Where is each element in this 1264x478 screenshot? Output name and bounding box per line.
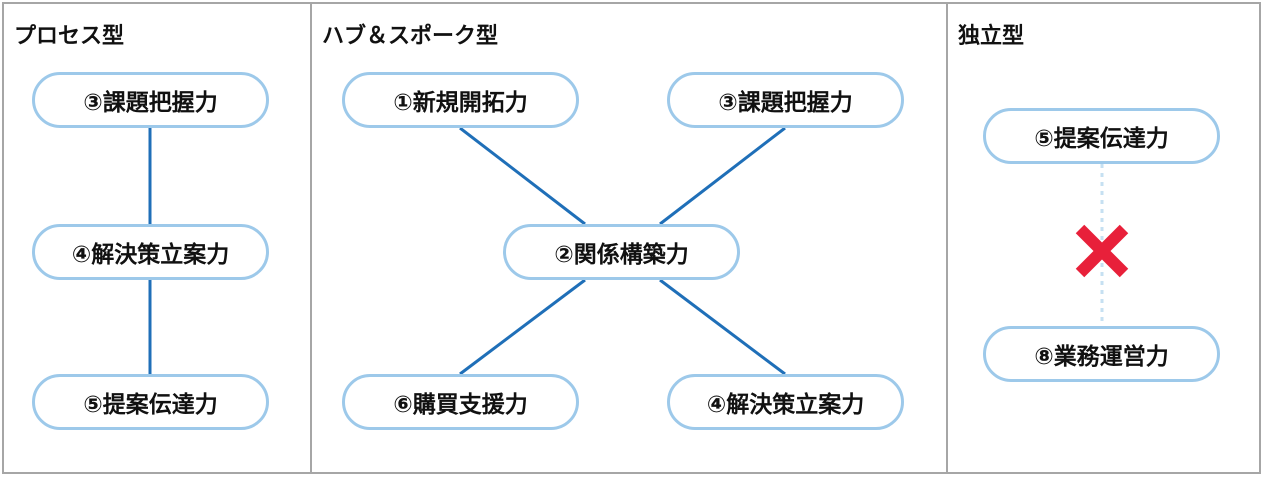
link-hub-top-right (659, 126, 786, 226)
node-process-2: ④解決策立案力 (32, 224, 269, 280)
node-hub-top-left: ①新規開拓力 (342, 72, 579, 128)
panel-title: 独立型 (958, 24, 1025, 49)
panel-title: ハブ＆スポーク型 (322, 24, 499, 49)
node-hub-center: ②関係構築力 (503, 224, 740, 280)
x-mark-icon (1075, 224, 1129, 278)
link-hub-bottom-left (459, 278, 586, 376)
node-independent-2: ⑧業務運営力 (983, 326, 1220, 382)
node-hub-top-right: ③課題把握力 (667, 72, 904, 128)
node-process-1: ③課題把握力 (32, 72, 269, 128)
panel-title: プロセス型 (14, 24, 125, 49)
node-independent-1: ⑤提案伝達力 (983, 108, 1220, 164)
node-hub-bottom-left: ⑥購買支援力 (342, 374, 579, 430)
link-hub-top-left (459, 126, 586, 226)
node-process-3: ⑤提案伝達力 (32, 374, 269, 430)
node-hub-bottom-right: ④解決策立案力 (667, 374, 904, 430)
link-hub-bottom-right (659, 278, 786, 376)
